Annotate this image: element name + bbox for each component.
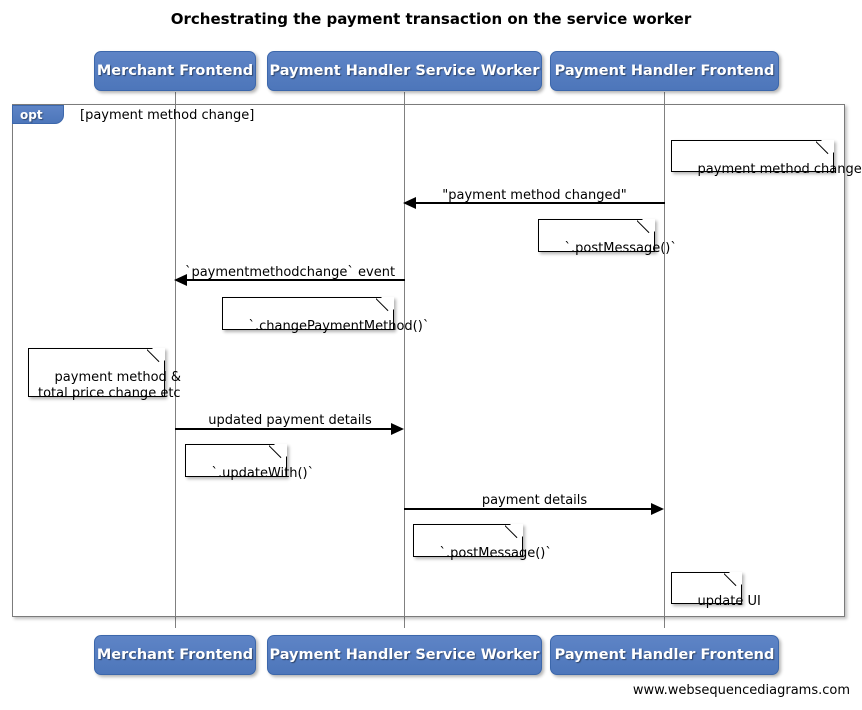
message-label-m2: `paymentmethodchange` event bbox=[184, 265, 396, 280]
actor-label: Payment Handler Service Worker bbox=[269, 647, 540, 663]
note-fold-icon bbox=[729, 572, 742, 585]
note-text: `.changePaymentMethod()` bbox=[248, 319, 430, 334]
note-n1: payment method changed bbox=[671, 140, 862, 177]
message-line-m2 bbox=[187, 279, 405, 281]
message-label-m4: payment details bbox=[481, 493, 588, 508]
actor-label: Payment Handler Frontend bbox=[554, 647, 775, 663]
actor-box-top-merchant-frontend[interactable]: Merchant Frontend bbox=[94, 51, 256, 91]
actor-label: Payment Handler Frontend bbox=[554, 63, 775, 79]
message-label-m3: updated payment details bbox=[208, 413, 372, 428]
note-text: `.postMessage()` bbox=[564, 241, 677, 256]
note-text: payment method & total price change etc bbox=[38, 370, 182, 401]
arrow-head-m2 bbox=[174, 274, 187, 286]
note-text: update UI bbox=[697, 594, 761, 609]
note-text: `.postMessage()` bbox=[439, 546, 552, 561]
note-n2: `.postMessage()` bbox=[538, 219, 677, 256]
opt-fragment-frame bbox=[12, 104, 845, 617]
lifeline-payment-handler-frontend bbox=[664, 92, 665, 628]
opt-fragment-guard: [payment method change] bbox=[80, 108, 255, 123]
opt-fragment-type-label: opt bbox=[20, 107, 43, 122]
note-n5: `.updateWith()` bbox=[185, 444, 314, 481]
actor-box-bottom-payment-handler-service-worker[interactable]: Payment Handler Service Worker bbox=[267, 635, 542, 675]
actor-box-top-payment-handler-frontend[interactable]: Payment Handler Frontend bbox=[550, 51, 779, 91]
opt-fragment-tab: opt bbox=[12, 105, 64, 124]
note-fold-icon bbox=[274, 444, 287, 457]
actor-label: Merchant Frontend bbox=[96, 63, 254, 79]
arrow-head-m4 bbox=[651, 503, 664, 515]
message-line-m1 bbox=[416, 202, 665, 204]
message-line-m4 bbox=[404, 508, 652, 510]
lifeline-merchant-frontend bbox=[175, 92, 176, 628]
message-label-m1: "payment method changed" bbox=[442, 188, 627, 203]
note-n6: `.postMessage()` bbox=[413, 524, 552, 561]
actor-box-bottom-merchant-frontend[interactable]: Merchant Frontend bbox=[94, 635, 256, 675]
actor-box-top-payment-handler-service-worker[interactable]: Payment Handler Service Worker bbox=[267, 51, 542, 91]
note-n3: `.changePaymentMethod()` bbox=[222, 297, 429, 334]
note-fold-icon bbox=[152, 348, 165, 361]
watermark: www.websequencediagrams.com bbox=[632, 683, 850, 698]
note-fold-icon bbox=[821, 140, 834, 153]
note-fold-icon bbox=[642, 219, 655, 232]
actor-box-bottom-payment-handler-frontend[interactable]: Payment Handler Frontend bbox=[550, 635, 779, 675]
message-line-m3 bbox=[175, 428, 392, 430]
actor-label: Payment Handler Service Worker bbox=[269, 63, 540, 79]
lifeline-payment-handler-service-worker bbox=[404, 92, 405, 628]
page-title: Orchestrating the payment transaction on… bbox=[170, 10, 692, 28]
arrow-head-m1 bbox=[403, 197, 416, 209]
note-n7: update UI bbox=[671, 572, 761, 609]
actor-label: Merchant Frontend bbox=[96, 647, 254, 663]
note-n4: payment method & total price change etc bbox=[28, 348, 181, 401]
note-fold-icon bbox=[510, 524, 523, 537]
note-fold-icon bbox=[381, 297, 394, 310]
arrow-head-m3 bbox=[391, 423, 404, 435]
note-text: payment method changed bbox=[697, 162, 862, 177]
note-text: `.updateWith()` bbox=[211, 466, 315, 481]
